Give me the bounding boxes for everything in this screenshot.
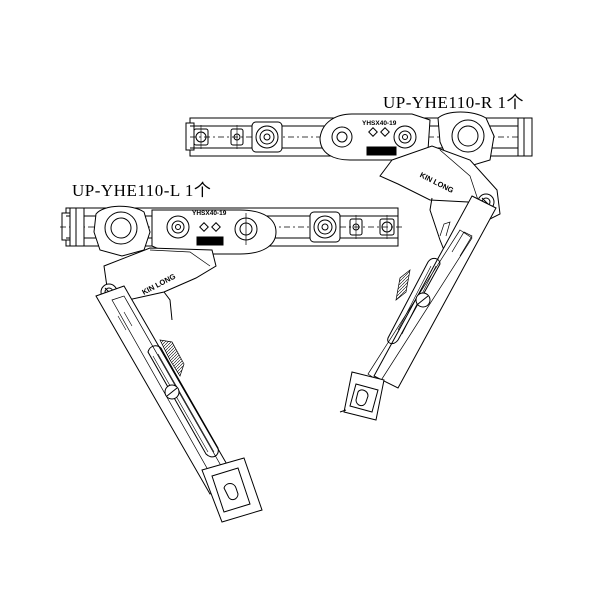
right-hinge-end-shoe xyxy=(339,371,385,421)
right-hinge-part-label: UP-YHE110-R 1个 xyxy=(383,93,524,112)
left-hinge-pivot-knuckle xyxy=(93,205,151,257)
left-hinge-label-bar xyxy=(196,236,224,246)
right-hinge-label-bar xyxy=(366,146,397,156)
right-hinge-screw-boss xyxy=(251,121,283,153)
right-hinge-long-arm xyxy=(367,195,497,389)
right-hinge-slider-plate xyxy=(319,113,431,161)
right-hinge-pivot-knuckle xyxy=(437,111,495,167)
right-hinge-model-stamp: YHSX40-19 xyxy=(362,120,397,127)
left-hinge-screw-boss xyxy=(309,211,341,243)
right-hinge: YHSX40-19 KIN LONG xyxy=(185,111,533,421)
left-hinge-part-label: UP-YHE110-L 1个 xyxy=(72,181,212,200)
left-hinge-slider-plate xyxy=(151,209,277,255)
left-hinge-end-shoe xyxy=(201,457,263,523)
left-hinge: YHSX40-19 KIN LONG xyxy=(60,205,402,523)
left-hinge-model-stamp: YHSX40-19 xyxy=(192,210,227,217)
left-hinge-long-arm xyxy=(95,285,237,495)
